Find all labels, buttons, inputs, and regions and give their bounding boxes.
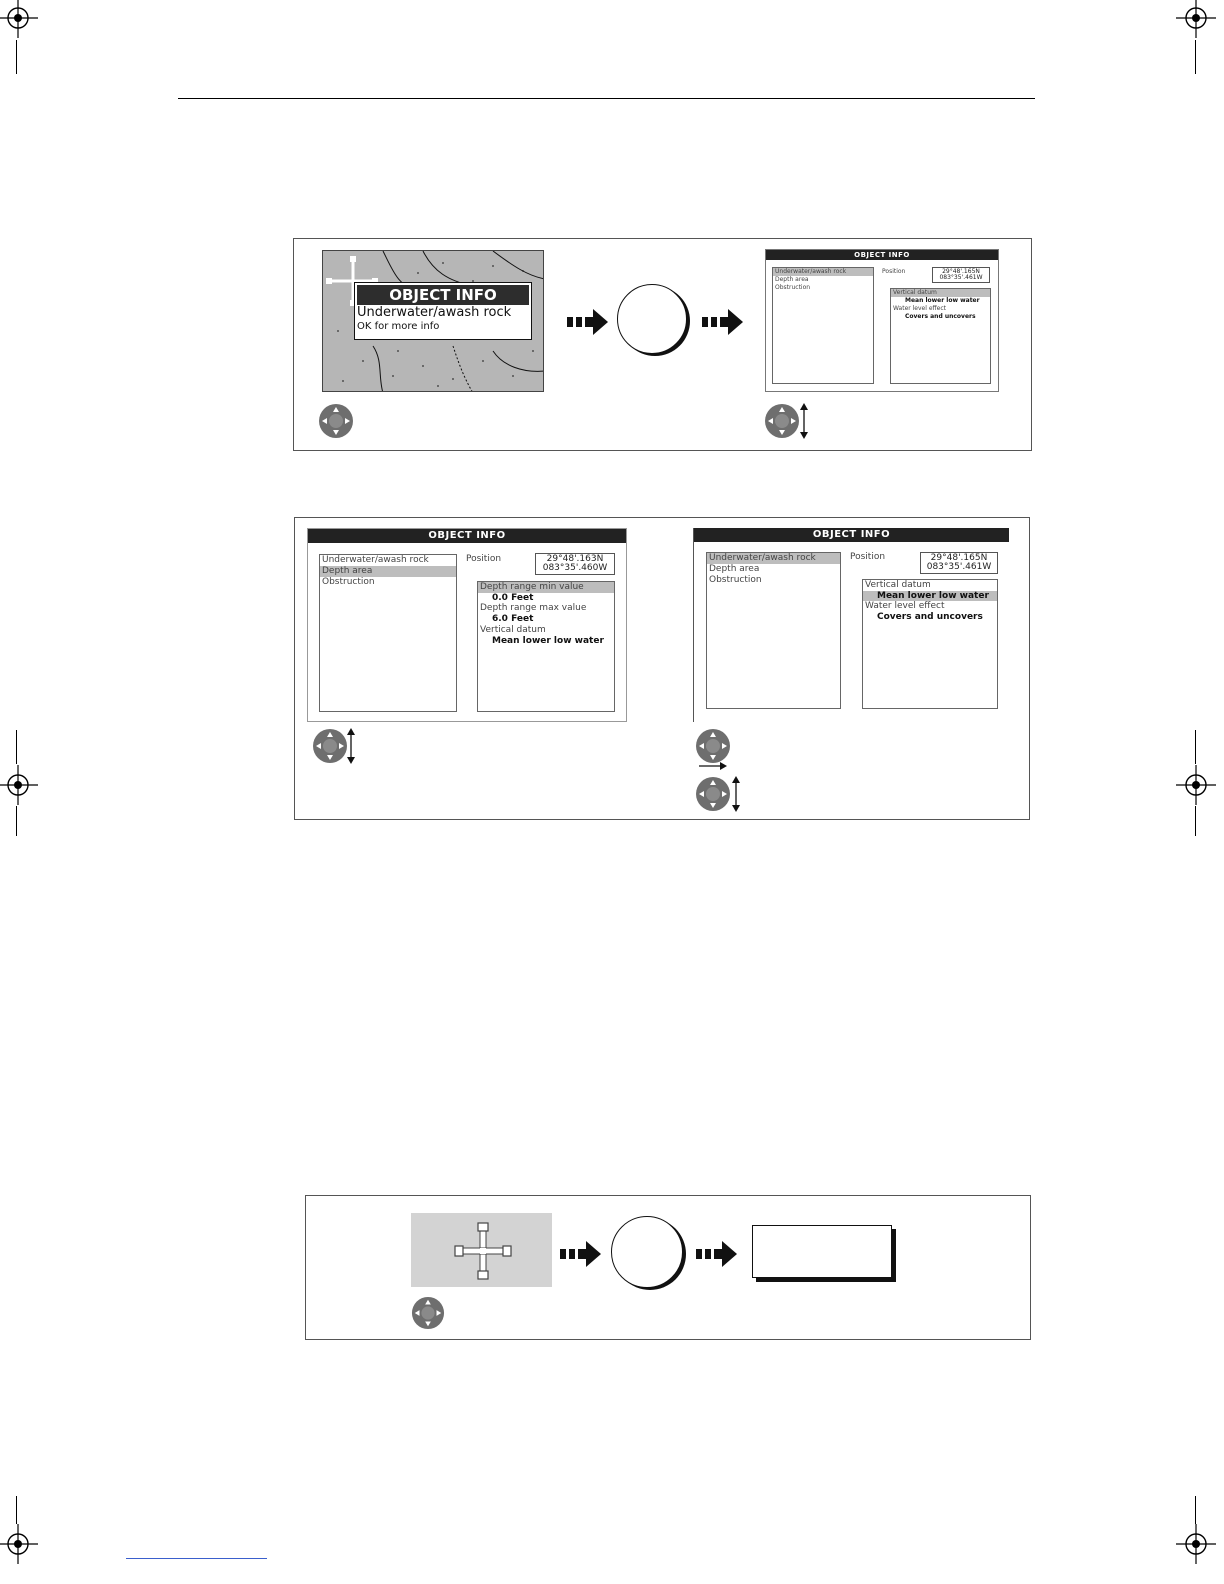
detail-line: Water level effect bbox=[893, 305, 946, 312]
detail-box: Vertical datum Mean lower low water Wate… bbox=[862, 579, 998, 709]
trackpad-icon[interactable] bbox=[695, 776, 731, 812]
position-label: Position bbox=[850, 552, 886, 562]
popup-title: OBJECT INFO bbox=[357, 285, 529, 305]
object-info-screen-small: OBJECT INFO Underwater/awash rock Depth … bbox=[765, 249, 999, 392]
position-label: Position bbox=[466, 554, 502, 564]
detail-value: Mean lower low water bbox=[905, 297, 980, 304]
position-lat: 29°48'.165N bbox=[942, 268, 980, 275]
registration-mark-icon bbox=[1176, 765, 1216, 805]
crop-mark bbox=[1195, 1496, 1196, 1524]
list-item[interactable]: Underwater/awash rock bbox=[322, 555, 429, 565]
list-item[interactable]: Obstruction bbox=[709, 575, 762, 585]
detail-value: 6.0 Feet bbox=[492, 614, 534, 625]
detail-line: Water level effect bbox=[865, 601, 945, 612]
screen-title: OBJECT INFO bbox=[694, 528, 1009, 542]
detail-value: Covers and uncovers bbox=[905, 313, 976, 320]
figure-3-panel bbox=[305, 1195, 1031, 1340]
detail-line: Depth range min value bbox=[478, 582, 614, 593]
up-down-arrow-icon bbox=[800, 403, 808, 439]
registration-mark-icon bbox=[1176, 1524, 1216, 1564]
figure-2-panel: OBJECT INFO Underwater/awash rock Depth … bbox=[294, 517, 1030, 820]
list-item[interactable]: Depth area bbox=[709, 564, 760, 574]
screen-title: OBJECT INFO bbox=[766, 250, 998, 260]
softkey-box[interactable] bbox=[752, 1225, 892, 1278]
detail-box: Vertical datum Mean lower low water Wate… bbox=[890, 288, 991, 384]
detail-value: Mean lower low water bbox=[863, 590, 997, 602]
list-item[interactable]: Depth area bbox=[320, 566, 456, 577]
detail-line: Depth range max value bbox=[480, 603, 587, 614]
double-arrow-icon bbox=[560, 1241, 601, 1267]
up-down-arrow-icon bbox=[347, 728, 355, 764]
popup-hint: OK for more info bbox=[357, 321, 440, 332]
detail-line: Vertical datum bbox=[891, 289, 990, 297]
screen-title: OBJECT INFO bbox=[308, 529, 626, 543]
crop-mark bbox=[16, 40, 17, 74]
list-item[interactable]: Depth area bbox=[775, 276, 809, 283]
detail-line: Vertical datum bbox=[865, 580, 931, 590]
detail-value: Mean lower low water bbox=[492, 635, 604, 646]
up-down-arrow-icon bbox=[732, 776, 740, 812]
list-item[interactable]: Obstruction bbox=[775, 284, 811, 291]
ok-button-icon[interactable] bbox=[611, 1216, 683, 1288]
double-arrow-icon bbox=[567, 309, 608, 335]
crop-mark bbox=[16, 1496, 17, 1524]
position-label: Position bbox=[882, 268, 906, 275]
trackpad-icon[interactable] bbox=[695, 728, 731, 764]
trackpad-icon[interactable] bbox=[312, 728, 348, 764]
detail-value: Covers and uncovers bbox=[877, 612, 983, 623]
footer-link-rule bbox=[126, 1558, 267, 1559]
crop-mark bbox=[1195, 806, 1196, 836]
object-list: Underwater/awash rock Depth area Obstruc… bbox=[319, 554, 457, 712]
position-lon: 083°35'.461W bbox=[926, 562, 992, 573]
right-arrow-icon bbox=[699, 762, 727, 770]
detail-line: Vertical datum bbox=[480, 624, 546, 635]
object-list: Underwater/awash rock Depth area Obstruc… bbox=[706, 552, 841, 709]
position-box: 29°48'.165N 083°35'.461W bbox=[920, 552, 998, 574]
header-rule bbox=[178, 98, 1035, 99]
crop-mark bbox=[1195, 730, 1196, 764]
detail-value: 0.0 Feet bbox=[492, 592, 534, 603]
position-lat: 29°48'.163N bbox=[546, 554, 604, 564]
position-box: 29°48'.165N 083°35'.461W bbox=[932, 267, 990, 283]
registration-mark-icon bbox=[0, 0, 38, 38]
registration-mark-icon bbox=[1176, 0, 1216, 38]
position-lon: 083°35'.461W bbox=[939, 274, 983, 282]
cursor-area bbox=[411, 1213, 552, 1287]
object-list: Underwater/awash rock Depth area Obstruc… bbox=[772, 267, 874, 384]
double-arrow-icon bbox=[696, 1241, 737, 1267]
crop-mark bbox=[1195, 40, 1196, 74]
detail-box: Depth range min value 0.0 Feet Depth ran… bbox=[477, 581, 615, 712]
double-arrow-icon bbox=[702, 309, 743, 335]
trackpad-icon[interactable] bbox=[764, 403, 800, 439]
registration-mark-icon bbox=[0, 765, 38, 805]
chart-screenshot: OBJECT INFO Underwater/awash rock OK for… bbox=[322, 250, 544, 392]
cursor-cross-icon bbox=[326, 256, 378, 306]
list-item[interactable]: Underwater/awash rock bbox=[707, 553, 840, 564]
registration-mark-icon bbox=[0, 1524, 38, 1564]
figure-1-panel: OBJECT INFO Underwater/awash rock OK for… bbox=[293, 238, 1032, 451]
cursor-cross-icon bbox=[454, 1222, 512, 1280]
trackpad-icon[interactable] bbox=[318, 403, 354, 439]
crop-mark bbox=[16, 730, 17, 764]
list-item[interactable]: Obstruction bbox=[322, 577, 375, 587]
crop-mark bbox=[16, 806, 17, 836]
position-box: 29°48'.163N 083°35'.460W bbox=[535, 553, 615, 575]
object-info-screen-left: OBJECT INFO Underwater/awash rock Depth … bbox=[307, 528, 627, 722]
popup-object-name: Underwater/awash rock bbox=[357, 305, 512, 320]
ok-button-icon[interactable] bbox=[617, 284, 687, 354]
trackpad-icon[interactable] bbox=[411, 1296, 445, 1330]
position-lat: 29°48'.165N bbox=[930, 553, 988, 563]
object-info-popup: OBJECT INFO Underwater/awash rock OK for… bbox=[354, 282, 532, 340]
list-item[interactable]: Underwater/awash rock bbox=[773, 268, 873, 276]
object-info-screen-right: OBJECT INFO Underwater/awash rock Depth … bbox=[693, 528, 1009, 722]
position-lon: 083°35'.460W bbox=[542, 563, 608, 574]
